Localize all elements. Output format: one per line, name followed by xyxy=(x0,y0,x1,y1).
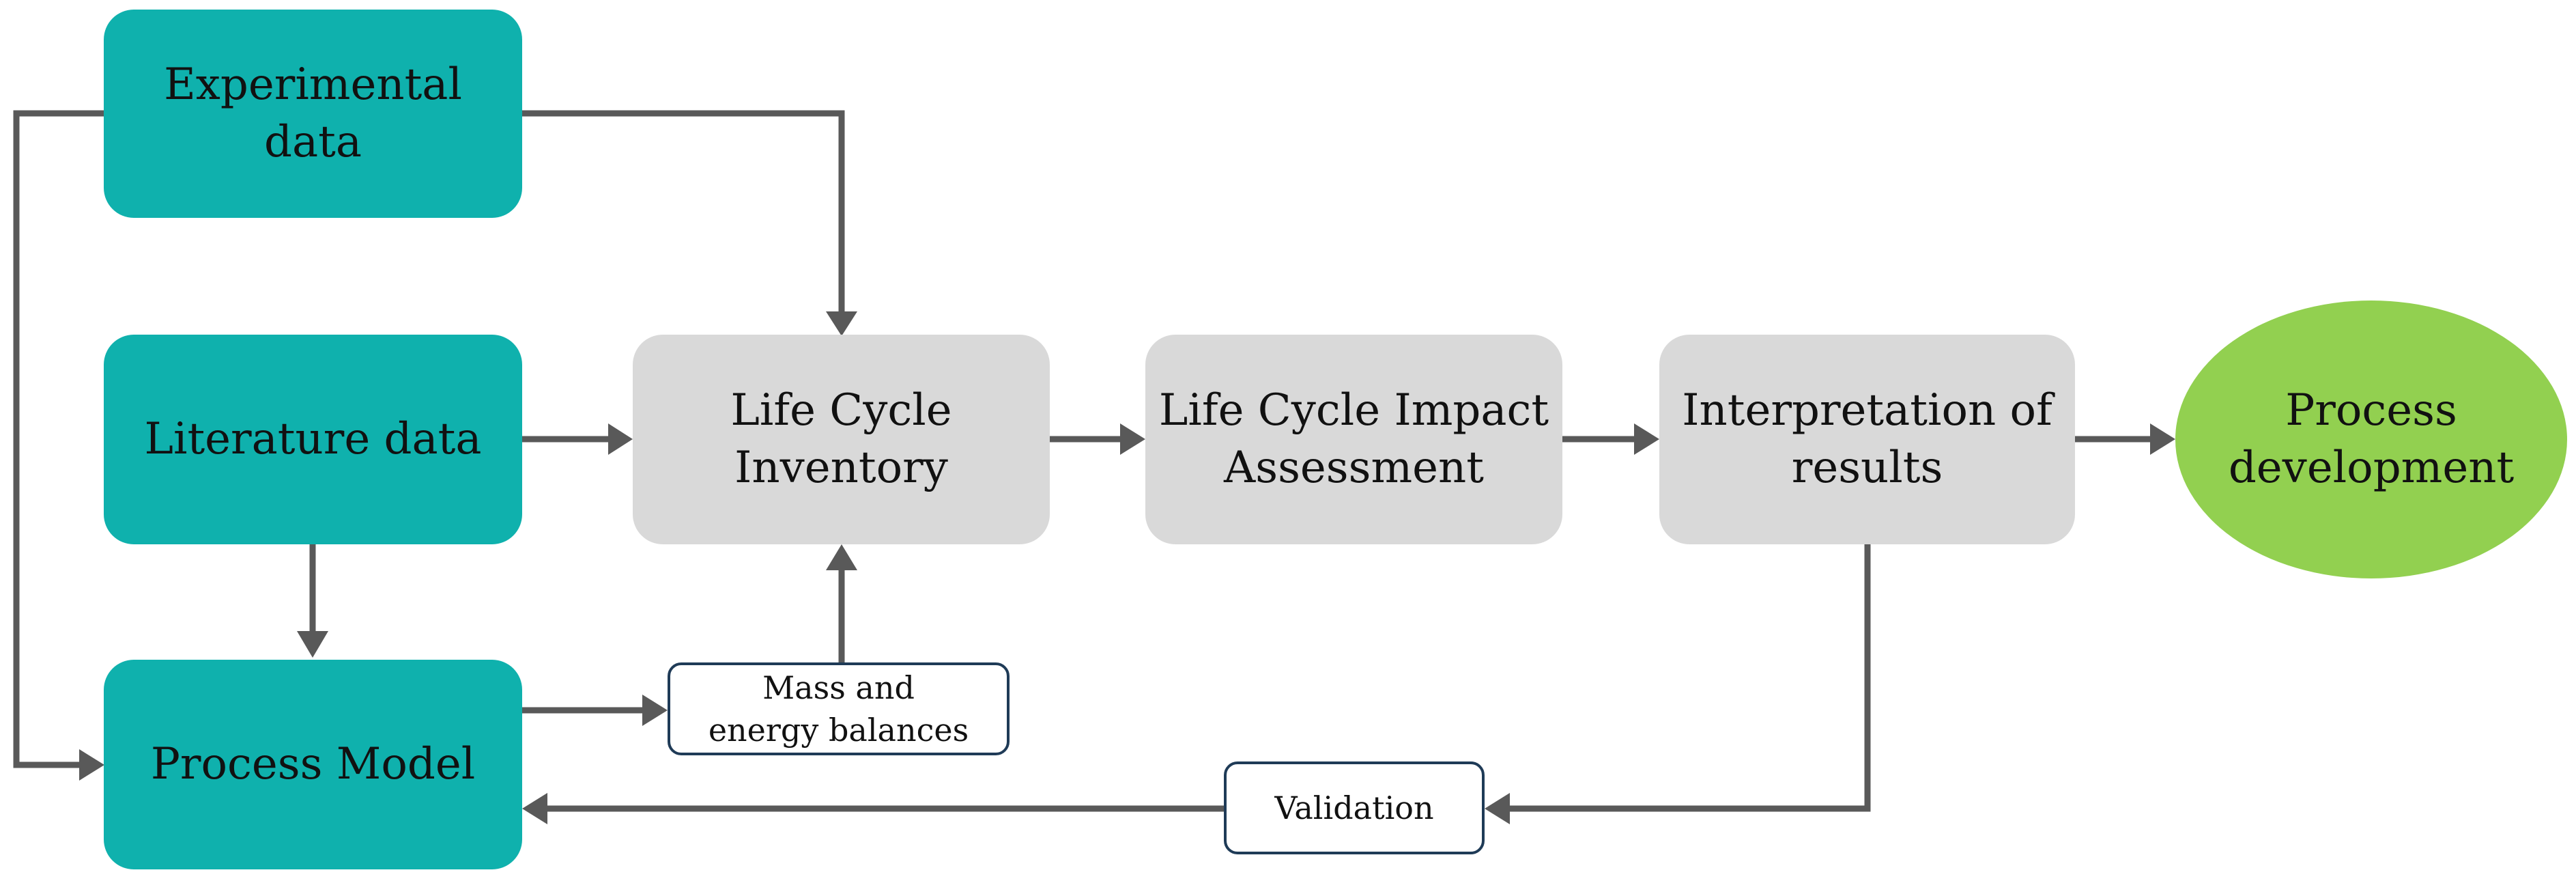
life-cycle-impact-assessment-label-line2: Assessment xyxy=(1224,442,1484,493)
literature-data-box: Literature data xyxy=(104,335,522,544)
arrowhead-lci-to-lcia xyxy=(1120,423,1145,455)
process-model-label: Process Model xyxy=(150,738,476,789)
interpretation-of-results-box: Interpretation of results xyxy=(1659,335,2075,544)
process-development-oval: Process development xyxy=(2175,300,2567,578)
interpretation-of-results-label-line2: results xyxy=(1791,442,1943,493)
mass-energy-balances-label-line1: Mass and xyxy=(762,669,915,706)
life-cycle-impact-assessment-label-line1: Life Cycle Impact xyxy=(1158,385,1549,436)
experimental-data-label-line2: data xyxy=(264,116,362,167)
arrowhead-literature-to-process-model xyxy=(297,631,328,658)
validation-box: Validation xyxy=(1224,761,1485,854)
arrowhead-interpretation-to-process-dev xyxy=(2150,423,2175,455)
process-development-label-line1: Process xyxy=(2285,385,2457,436)
life-cycle-impact-assessment-box: Life Cycle Impact Assessment xyxy=(1145,335,1562,544)
arrow-experimental-to-lci xyxy=(522,110,845,316)
life-cycle-inventory-box: Life Cycle Inventory xyxy=(633,335,1050,544)
life-cycle-inventory-label-line1: Life Cycle xyxy=(730,385,952,436)
life-cycle-inventory-label-line2: Inventory xyxy=(734,442,948,493)
arrowhead-experimental-to-process-model xyxy=(79,749,104,781)
arrowhead-lcia-to-interpretation xyxy=(1634,423,1659,455)
arrowhead-experimental-to-lci xyxy=(826,311,857,336)
arrowhead-interpretation-to-validation xyxy=(1485,793,1510,824)
arrowhead-process-model-to-mass-balances xyxy=(642,695,668,726)
arrowhead-literature-to-lci xyxy=(608,423,633,455)
experimental-data-box: Experimental data xyxy=(104,10,522,218)
process-development-label-line2: development xyxy=(2228,442,2515,493)
experimental-data-label-line1: Experimental xyxy=(164,59,462,111)
mass-energy-balances-box: Mass and energy balances xyxy=(668,662,1010,755)
literature-data-label: Literature data xyxy=(144,413,482,464)
arrowhead-validation-to-process-model xyxy=(522,793,547,824)
arrow-experimental-to-process-model xyxy=(13,110,104,768)
process-model-box: Process Model xyxy=(104,660,522,869)
arrowhead-mass-balances-to-lci xyxy=(826,544,857,570)
validation-label: Validation xyxy=(1274,789,1434,826)
mass-energy-balances-label-line2: energy balances xyxy=(708,712,969,749)
interpretation-of-results-label-line1: Interpretation of xyxy=(1682,385,2052,436)
arrow-interpretation-to-validation xyxy=(1506,544,1871,812)
